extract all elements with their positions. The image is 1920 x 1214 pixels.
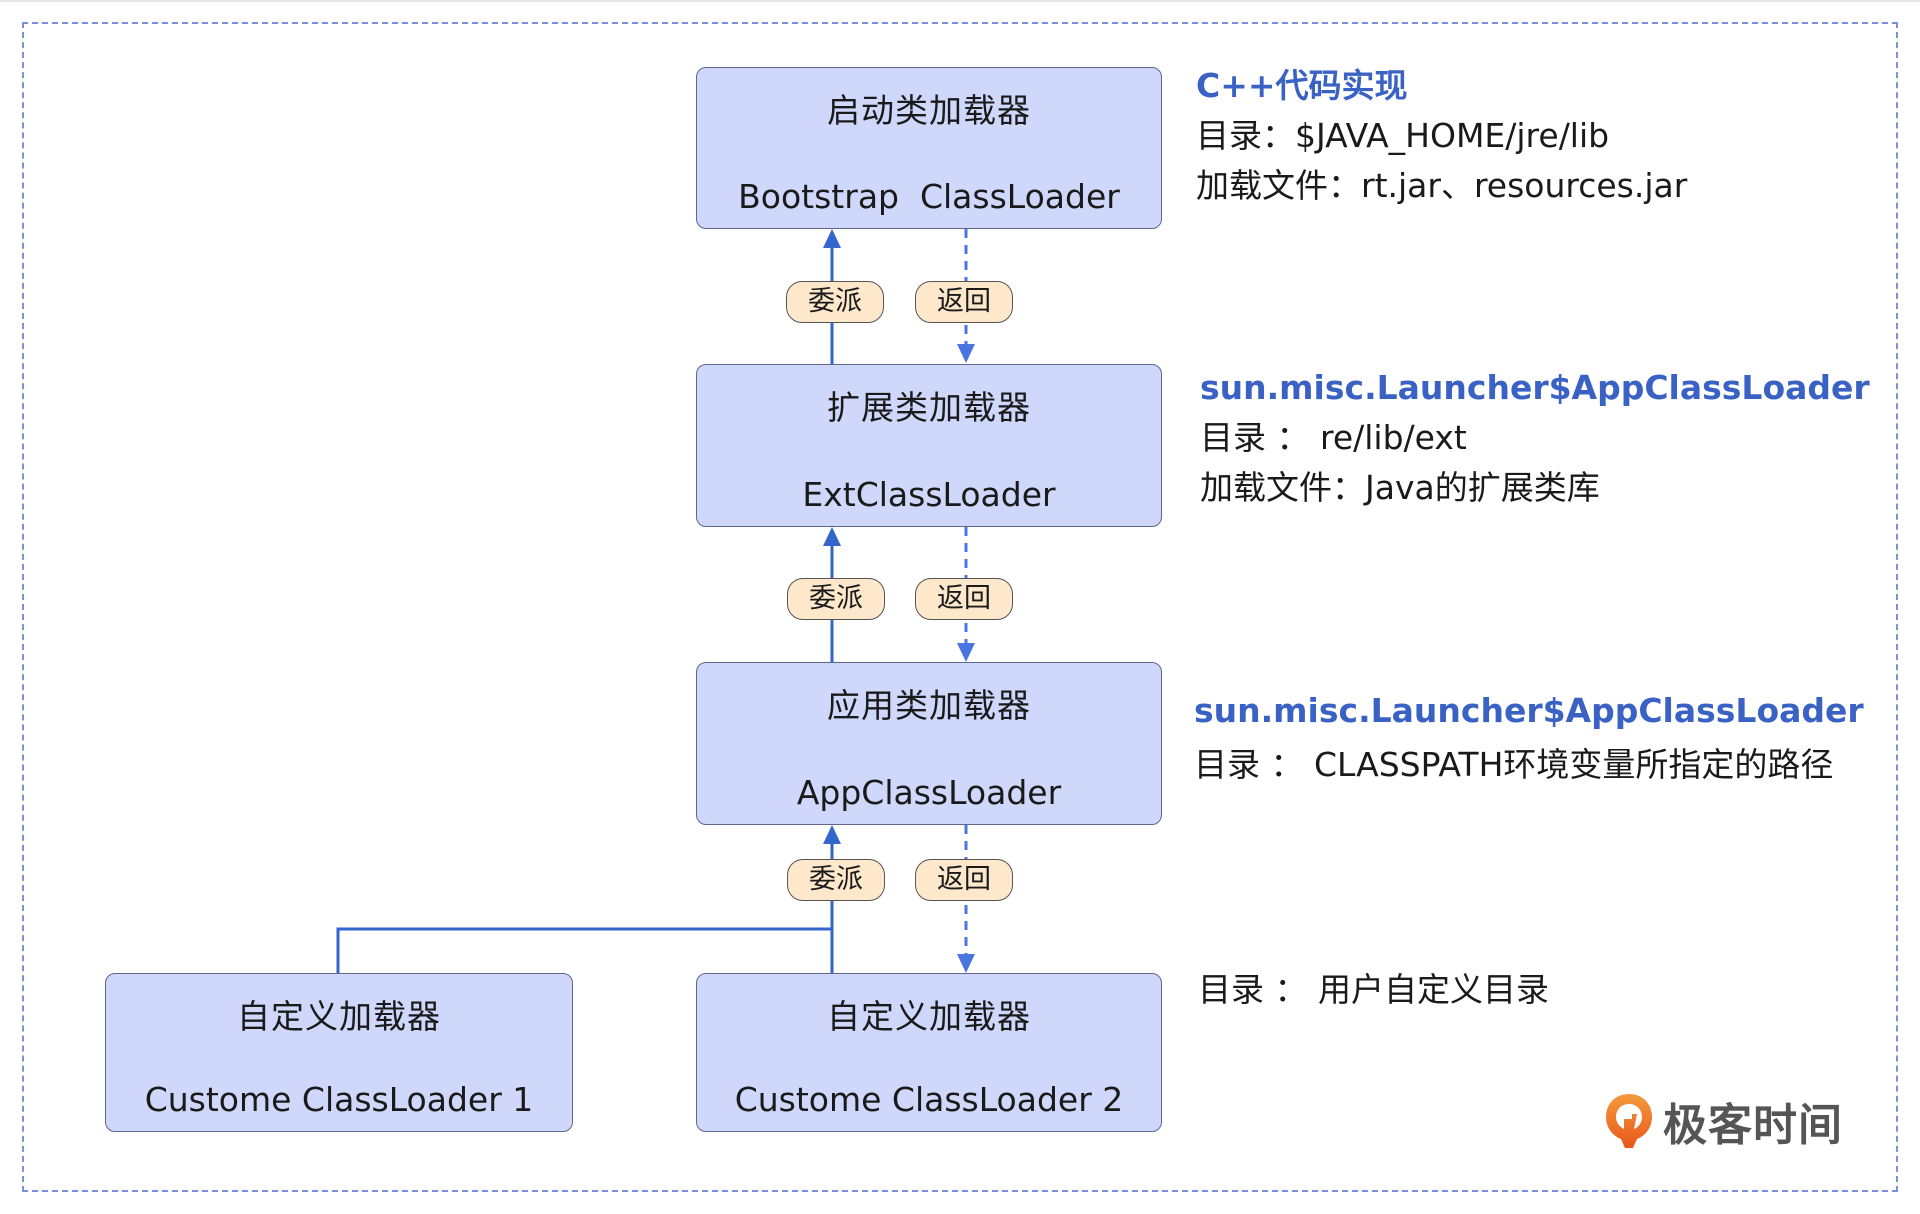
return-arrowhead-3	[957, 954, 975, 973]
node-en-label: Bootstrap ClassLoader	[738, 177, 1120, 216]
note-app: sun.misc.Launcher$AppClassLoader 目录 ： CL…	[1194, 686, 1864, 790]
note-line: 目录 ： CLASSPATH环境变量所指定的路径	[1194, 745, 1834, 784]
brand-logo-text: 极客时间	[1663, 1100, 1843, 1151]
note-title: C++代码实现	[1196, 66, 1408, 105]
node-bootstrap-classloader: 启动类加载器 Bootstrap ClassLoader	[696, 67, 1162, 229]
note-line: 目录 ： 用户自定义目录	[1198, 970, 1549, 1009]
delegate-arrowhead-2	[823, 527, 841, 546]
node-cn-label: 自定义加载器	[827, 997, 1031, 1036]
edge-label-delegate: 委派	[786, 281, 884, 323]
node-custom-classloader-1: 自定义加载器 Custome ClassLoader 1	[105, 973, 573, 1132]
note-line: 加载文件：Java的扩展类库	[1200, 468, 1600, 507]
geektime-logo-icon	[1606, 1094, 1652, 1148]
node-ext-classloader: 扩展类加载器 ExtClassLoader	[696, 364, 1162, 527]
node-cn-label: 自定义加载器	[237, 997, 441, 1036]
note-custom: 目录 ： 用户自定义目录	[1198, 965, 1549, 1015]
note-line: 目录：$JAVA_HOME/jre/lib	[1196, 116, 1610, 155]
node-cn-label: 应用类加载器	[827, 686, 1031, 725]
note-title: sun.misc.Launcher$AppClassLoader	[1200, 368, 1870, 407]
delegate-arrowhead-1	[823, 229, 841, 248]
return-arrowhead-1	[957, 344, 975, 363]
node-en-label: ExtClassLoader	[802, 475, 1056, 514]
edge-label-return: 返回	[915, 281, 1013, 323]
note-title: sun.misc.Launcher$AppClassLoader	[1194, 691, 1864, 730]
node-en-label: AppClassLoader	[796, 773, 1062, 812]
note-bootstrap: C++代码实现 目录：$JAVA_HOME/jre/lib 加载文件：rt.ja…	[1196, 61, 1687, 211]
note-line: 目录 ： re/lib/ext	[1200, 418, 1467, 457]
node-cn-label: 扩展类加载器	[827, 388, 1031, 427]
delegate-line-custom1-to-app	[336, 927, 832, 973]
node-custom-classloader-2: 自定义加载器 Custome ClassLoader 2	[696, 973, 1162, 1132]
node-en-label: Custome ClassLoader 2	[734, 1080, 1124, 1119]
node-cn-label: 启动类加载器	[827, 91, 1031, 130]
diagram-frame	[22, 22, 1898, 1192]
return-arrowhead-2	[957, 643, 975, 662]
edge-label-delegate: 委派	[787, 578, 885, 620]
edge-label-return: 返回	[915, 578, 1013, 620]
edge-label-return: 返回	[915, 859, 1013, 901]
note-line: 加载文件：rt.jar、resources.jar	[1196, 166, 1688, 205]
delegate-arrowhead-3	[823, 825, 841, 844]
note-ext: sun.misc.Launcher$AppClassLoader 目录 ： re…	[1200, 363, 1870, 513]
top-divider	[0, 0, 1920, 2]
node-app-classloader: 应用类加载器 AppClassLoader	[696, 662, 1162, 825]
brand-logo: 极客时间	[1603, 1092, 1843, 1151]
edge-label-delegate: 委派	[787, 859, 885, 901]
node-en-label: Custome ClassLoader 1	[144, 1080, 534, 1119]
